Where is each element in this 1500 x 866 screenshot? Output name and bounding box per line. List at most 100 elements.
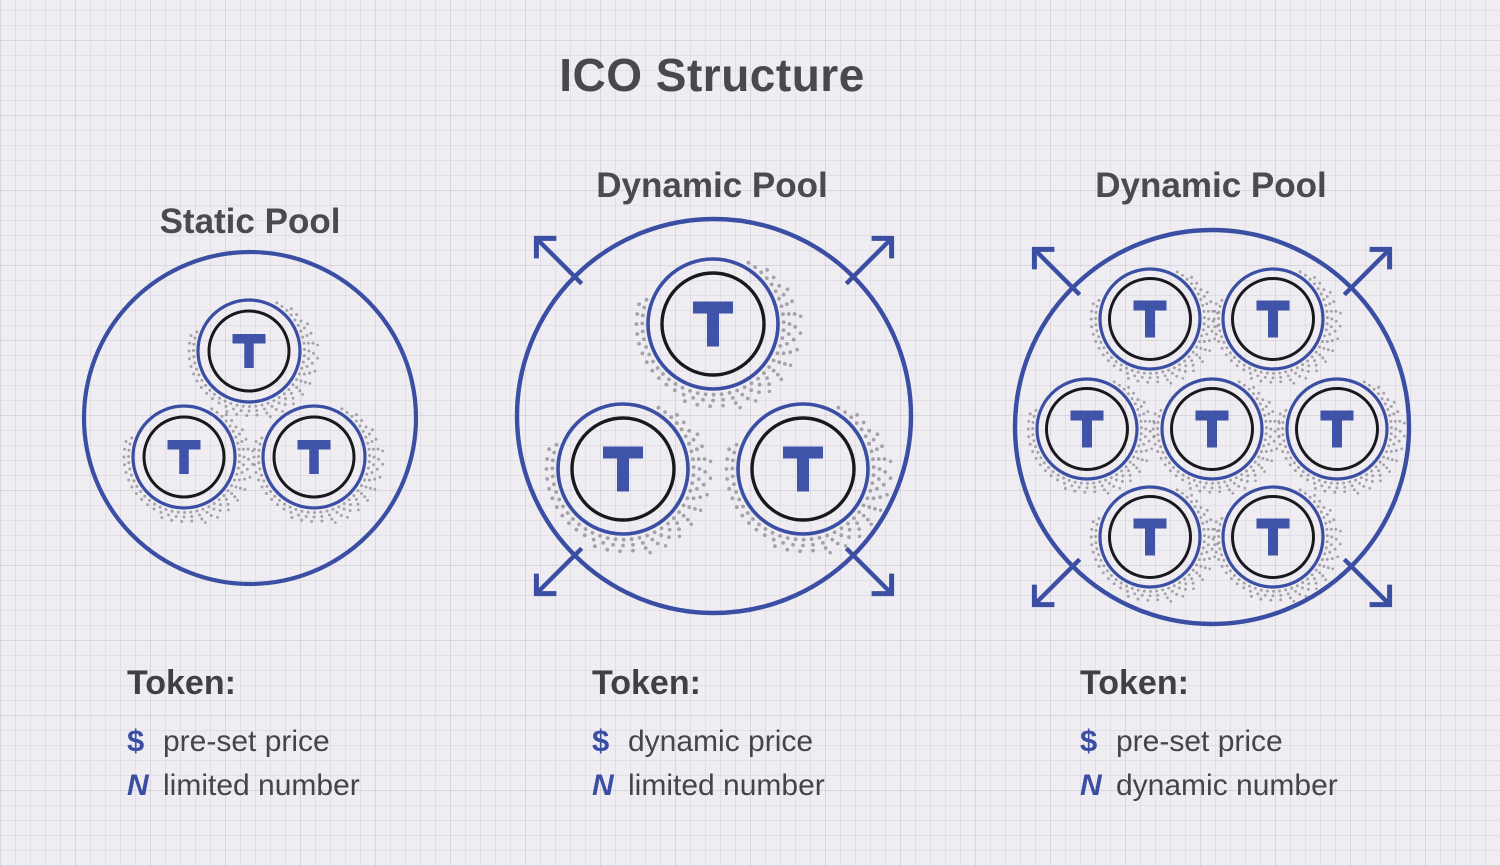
token-shadow-dots — [187, 301, 320, 418]
dynamic-pool-number-title: Dynamic Pool — [1095, 166, 1327, 205]
token — [1089, 485, 1219, 603]
token-shadow-dots — [252, 407, 385, 524]
token — [252, 404, 385, 524]
token-outer-ring — [1285, 377, 1389, 481]
pool-boundary-circle — [1012, 227, 1412, 627]
token-inner-ring — [1108, 495, 1192, 579]
token-inner-ring — [1231, 495, 1315, 579]
token-outer-ring — [196, 298, 302, 404]
token-outer-ring — [1098, 485, 1202, 589]
token — [1089, 267, 1219, 385]
token — [1276, 377, 1406, 495]
token-symbol — [1133, 518, 1167, 556]
token-shadow-dots — [544, 405, 713, 555]
token-price-line: $ pre-set price — [127, 723, 360, 759]
token-shadow-dots — [122, 407, 255, 524]
token-outer-ring — [131, 404, 237, 510]
token-symbol — [1320, 410, 1354, 448]
token-symbol — [603, 446, 643, 492]
token-outer-ring — [736, 402, 870, 536]
expansion-arrow-icon — [533, 235, 584, 286]
token-price-line: $ pre-set price — [1080, 723, 1338, 759]
dollar-symbol-icon: $ — [592, 723, 610, 758]
token-symbol — [783, 446, 823, 492]
token-symbol — [1195, 410, 1229, 448]
token — [634, 257, 803, 410]
token-shadow-dots — [1276, 380, 1406, 495]
n-symbol-icon: N — [1080, 769, 1102, 802]
dynamic-pool-price-title: Dynamic Pool — [596, 166, 828, 205]
token-inner-ring — [1231, 277, 1315, 361]
token-outer-ring — [556, 402, 690, 536]
token-inner-ring — [570, 416, 676, 522]
expansion-arrow-icon — [844, 546, 895, 597]
token — [544, 402, 713, 555]
token-inner-ring — [1170, 387, 1254, 471]
token-outer-ring — [646, 257, 780, 391]
token-number-text: limited number — [628, 769, 825, 802]
token — [187, 298, 320, 418]
n-symbol-icon: N — [592, 769, 614, 802]
expansion-arrow-icon — [1031, 246, 1082, 297]
token — [1212, 267, 1342, 385]
token-price-text: pre-set price — [163, 725, 330, 758]
token-price-text: dynamic price — [628, 725, 814, 758]
dynamic-pool-price-diagram — [514, 216, 914, 616]
pool-boundary-circle — [81, 249, 419, 587]
token-number-line: N limited number — [592, 769, 825, 803]
token — [724, 402, 893, 555]
token-outer-ring — [1160, 377, 1264, 481]
expansion-arrow-icon — [844, 235, 895, 286]
token — [122, 404, 255, 524]
token-price-text: pre-set price — [1116, 725, 1283, 758]
token-outer-ring — [1221, 267, 1325, 371]
token-number-text: limited number — [163, 769, 360, 802]
expansion-arrow-icon — [1342, 246, 1393, 297]
token-number-line: N dynamic number — [1080, 769, 1338, 803]
token-shadow-dots — [1151, 380, 1281, 495]
static-pool-title: Static Pool — [159, 202, 341, 241]
token-shadow-dots — [724, 405, 893, 555]
token-info-label: Token: — [592, 664, 701, 702]
token-inner-ring — [207, 309, 291, 393]
static-pool-token-info: Token: $ pre-set price N limited number — [127, 664, 360, 803]
token-symbol — [232, 334, 266, 368]
token-symbol — [1256, 518, 1290, 556]
token-inner-ring — [1108, 277, 1192, 361]
token-info-label: Token: — [1080, 664, 1189, 702]
token-outer-ring — [1098, 267, 1202, 371]
dynamic-pool-number-token-info: Token: $ pre-set price N dynamic number — [1080, 664, 1338, 803]
token-inner-ring — [1045, 387, 1129, 471]
token-symbol — [167, 440, 201, 474]
token-symbol — [1133, 300, 1167, 338]
token-inner-ring — [142, 415, 226, 499]
page-title: ICO Structure — [559, 49, 865, 101]
token — [1151, 377, 1281, 495]
token-inner-ring — [272, 415, 356, 499]
expansion-arrows — [533, 235, 895, 597]
token — [1026, 377, 1156, 495]
static-pool-diagram — [81, 249, 419, 587]
token-inner-ring — [660, 271, 766, 377]
expansion-arrow-icon — [1031, 557, 1082, 608]
token-number-text: dynamic number — [1116, 769, 1338, 802]
token-shadow-dots — [1089, 488, 1219, 603]
expansion-arrows — [1031, 246, 1393, 608]
token-symbol — [1070, 410, 1104, 448]
token-shadow-dots — [1089, 270, 1219, 385]
expansion-arrow-icon — [533, 546, 584, 597]
token-shadow-dots — [634, 260, 803, 410]
token-outer-ring — [1035, 377, 1139, 481]
token-price-line: $ dynamic price — [592, 723, 825, 759]
dollar-symbol-icon: $ — [127, 723, 145, 758]
token-inner-ring — [750, 416, 856, 522]
dollar-symbol-icon: $ — [1080, 723, 1098, 758]
token-symbol — [693, 301, 733, 347]
n-symbol-icon: N — [127, 769, 149, 802]
token-outer-ring — [261, 404, 367, 510]
token-symbol — [297, 440, 331, 474]
token-shadow-dots — [1026, 380, 1156, 495]
pool-boundary-circle — [514, 216, 914, 616]
token-inner-ring — [1295, 387, 1379, 471]
